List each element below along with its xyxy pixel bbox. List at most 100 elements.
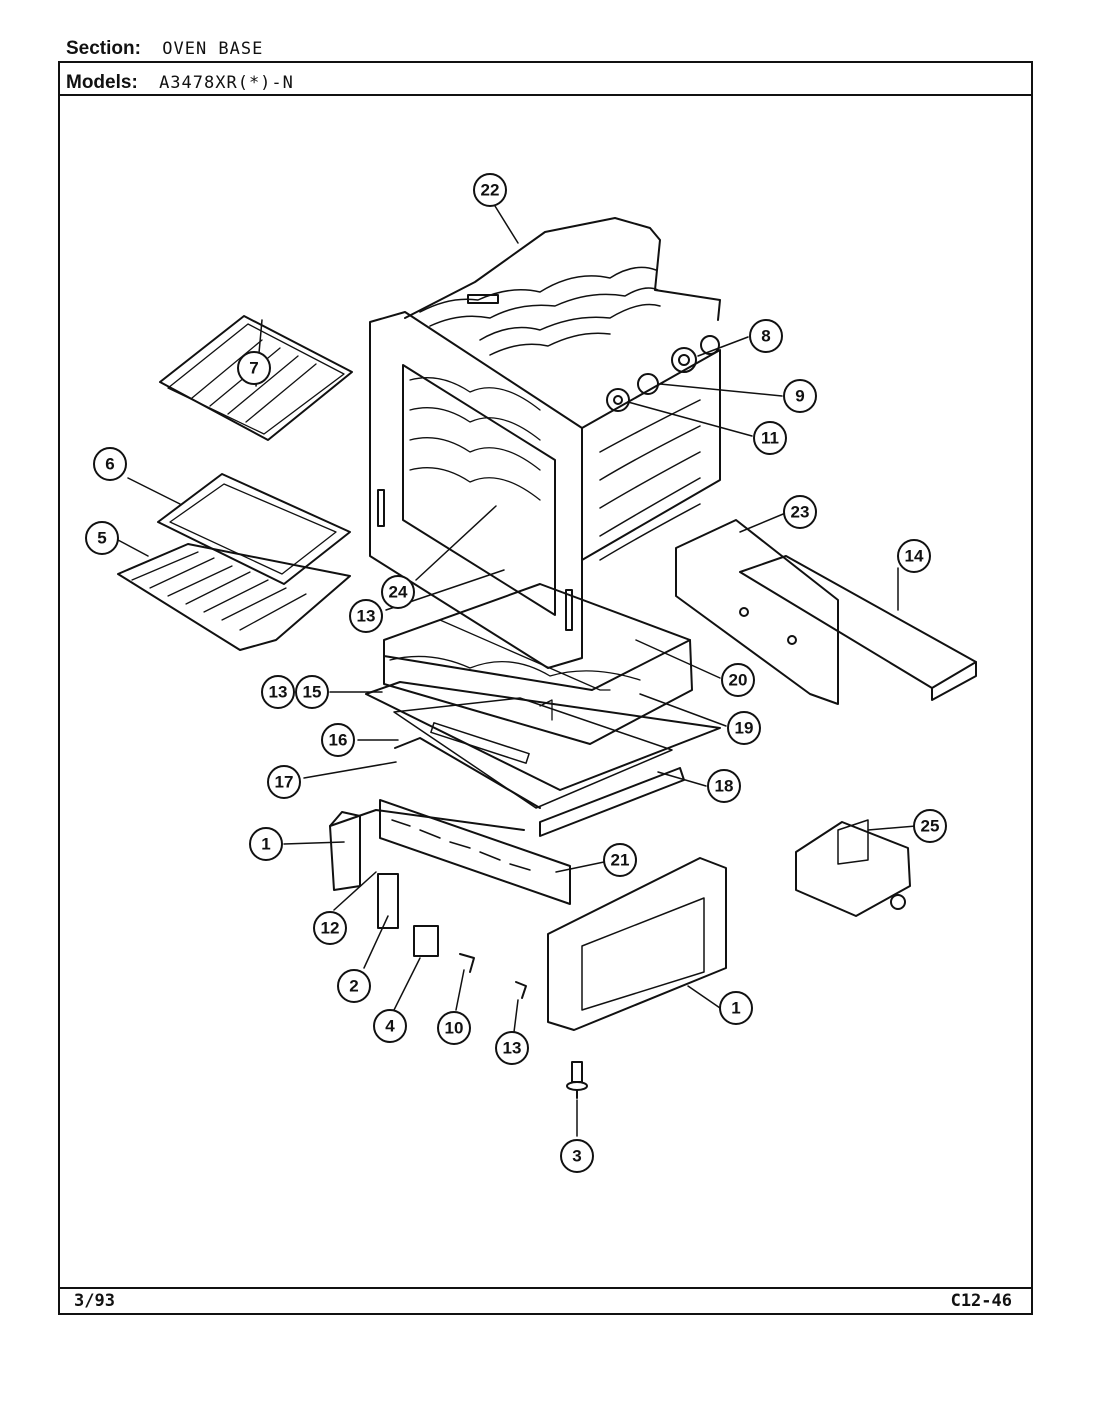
header-divider: [58, 94, 1033, 96]
callout-circle: [897, 539, 931, 573]
callout-number: 5: [97, 529, 106, 548]
models-label: Models:: [66, 72, 138, 93]
callout-circle: [721, 663, 755, 697]
callout-25: 25: [913, 809, 947, 843]
callout-13: 13: [349, 599, 383, 633]
broiler-pan-drawing: [157, 473, 351, 585]
callout-circle: [349, 599, 383, 633]
callout-12: 12: [313, 911, 347, 945]
callout-circle: [237, 351, 271, 385]
callout-13: 13: [261, 675, 295, 709]
callout-23: 23: [783, 495, 817, 529]
callout-13: 13: [495, 1031, 529, 1065]
callout-number: 23: [791, 503, 810, 522]
callout-number: 24: [389, 583, 408, 602]
callout-number: 20: [729, 671, 748, 690]
callout-circle: [560, 1139, 594, 1173]
callout-number: 21: [611, 851, 630, 870]
bottom-panels-drawing: [383, 583, 693, 745]
callout-10: 10: [437, 1011, 471, 1045]
oven-cavity-drawing: [369, 217, 721, 669]
front-frame: [369, 311, 583, 669]
callout-17: 17: [267, 765, 301, 799]
fitting-9: [637, 373, 659, 395]
broiler-rack-drawing: [159, 315, 353, 441]
callout-circle: [913, 809, 947, 843]
callout-circle: [783, 379, 817, 413]
callout-15: 15: [295, 675, 329, 709]
trim-strip-drawing: [739, 555, 977, 701]
callout-circle: [381, 575, 415, 609]
callout-7: 7: [237, 351, 271, 385]
callout-16: 16: [321, 723, 355, 757]
callout-number: 19: [735, 719, 754, 738]
callout-number: 25: [921, 817, 940, 836]
callout-14: 14: [897, 539, 931, 573]
heat-shield-drawing: [675, 519, 839, 705]
callout-8: 8: [749, 319, 783, 353]
callout-9: 9: [783, 379, 817, 413]
callout-circle: [93, 447, 127, 481]
callout-circle: [783, 495, 817, 529]
insulation-outline: [404, 217, 721, 321]
section-label: Section:: [66, 38, 141, 59]
page-code: C12-46: [950, 1291, 1012, 1311]
transformer-drawing: [795, 819, 911, 917]
callout-20: 20: [721, 663, 755, 697]
callout-number: 9: [795, 387, 804, 406]
callout-number: 1: [731, 999, 740, 1018]
burner-plate-drawing: [365, 681, 721, 837]
callout-circle: [719, 991, 753, 1025]
callout-number: 7: [249, 359, 258, 378]
callout-number: 13: [269, 683, 288, 702]
callout-number: 16: [329, 731, 348, 750]
callout-circle: [321, 723, 355, 757]
callout-circle: [749, 319, 783, 353]
callout-4: 4: [373, 1009, 407, 1043]
callout-circle: [337, 969, 371, 1003]
callout-number: 15: [303, 683, 322, 702]
section-value: OVEN BASE: [162, 39, 264, 59]
callout-circle: [313, 911, 347, 945]
section-line: Section: OVEN BASE: [66, 38, 263, 60]
callout-number: 12: [321, 919, 340, 938]
callout-6: 6: [93, 447, 127, 481]
revision-date: 3/93: [74, 1291, 115, 1311]
callout-circle: [437, 1011, 471, 1045]
callout-circle: [753, 421, 787, 455]
diagram-frame: [58, 61, 1033, 1315]
callout-22: 22: [473, 173, 507, 207]
callout-circle: [473, 173, 507, 207]
callout-21: 21: [603, 843, 637, 877]
callout-number: 2: [349, 977, 358, 996]
callout-19: 19: [727, 711, 761, 745]
footer-divider: [58, 1287, 1033, 1289]
callout-circle: [603, 843, 637, 877]
callout-number: 11: [761, 429, 779, 448]
callout-circle: [85, 521, 119, 555]
leveling-leg-drawing: [566, 1061, 588, 1099]
callout-circle: [727, 711, 761, 745]
models-value: A3478XR(*)-N: [159, 73, 294, 93]
front-opening: [402, 364, 556, 616]
base-frame-drawing: [329, 799, 727, 1031]
fitting-8: [671, 347, 697, 373]
callout-circle: [261, 675, 295, 709]
callout-number: 22: [481, 181, 500, 200]
callout-number: 1: [261, 835, 270, 854]
callout-24: 24: [381, 575, 415, 609]
callout-circle: [707, 769, 741, 803]
callout-5: 5: [85, 521, 119, 555]
callout-1: 1: [719, 991, 753, 1025]
callout-number: 14: [905, 547, 924, 566]
callout-circle: [249, 827, 283, 861]
callout-3: 3: [560, 1139, 594, 1173]
callout-circle: [495, 1031, 529, 1065]
callout-number: 8: [761, 327, 770, 346]
callout-11: 11: [753, 421, 787, 455]
callout-circle: [295, 675, 329, 709]
callout-2: 2: [337, 969, 371, 1003]
callout-number: 6: [105, 455, 114, 474]
